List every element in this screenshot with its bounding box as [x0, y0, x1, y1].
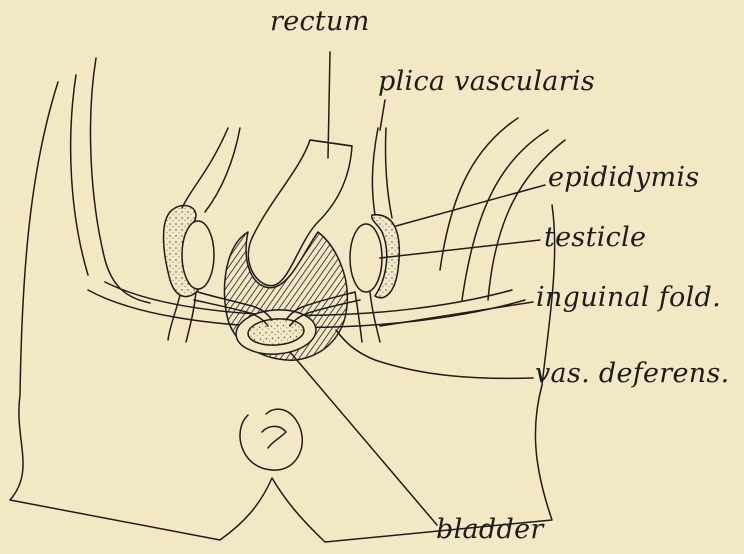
label-inguinal-fold: inguinal fold. — [536, 282, 721, 313]
right-plica-line-2 — [385, 128, 392, 218]
label-epididymis: epididymis — [548, 162, 699, 193]
genital-opening-outer — [240, 409, 302, 470]
right-fold-1 — [462, 130, 548, 300]
label-bladder: bladder — [436, 514, 544, 545]
body-wall-inner-left-2 — [71, 75, 88, 275]
leader-inguinal — [380, 302, 533, 326]
label-vas-deferens: vas. deferens. — [535, 358, 730, 389]
left-plica-line — [182, 128, 228, 208]
body-wall-inner-left — [90, 58, 150, 303]
right-cord-lower — [370, 292, 380, 342]
left-testicle — [182, 221, 214, 289]
label-rectum: rectum — [270, 6, 370, 37]
leader-vas — [336, 330, 533, 378]
right-cord-lower-2 — [355, 292, 362, 342]
genital-opening-inner — [262, 426, 286, 448]
leader-testicle — [380, 240, 540, 258]
label-plica-vascularis: plica vascularis — [378, 66, 595, 97]
right-testicle — [350, 224, 382, 292]
leader-bladder — [290, 352, 437, 525]
leader-epididymis — [396, 185, 545, 226]
leader-plica — [380, 100, 385, 130]
label-testicle: testicle — [544, 222, 646, 253]
right-plica-line — [372, 128, 378, 215]
